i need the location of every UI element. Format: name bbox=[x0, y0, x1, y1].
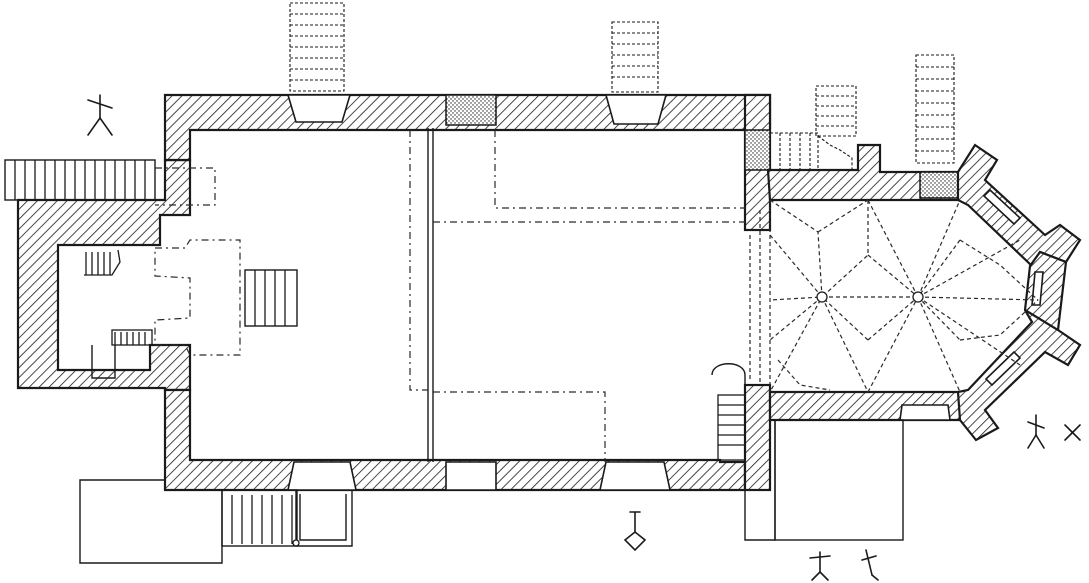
vestry-room bbox=[774, 419, 904, 541]
south-mark bbox=[623, 511, 647, 552]
south-west-annex bbox=[79, 479, 223, 564]
tower-doorway bbox=[155, 167, 216, 206]
apse-window-se bbox=[984, 350, 1022, 387]
vestry-stair bbox=[717, 394, 746, 461]
nave-south-door bbox=[287, 461, 357, 491]
apse-wall-se bbox=[956, 309, 1082, 442]
chancel-north-wall bbox=[766, 143, 962, 202]
apse-wall-ne bbox=[956, 143, 1082, 268]
tower-inner-steps bbox=[84, 249, 153, 346]
vault-boss-1 bbox=[816, 291, 828, 303]
north-window-upper-1 bbox=[289, 2, 345, 92]
tower-west-stair-treads bbox=[14, 160, 146, 200]
nave-south-window-2 bbox=[599, 461, 671, 491]
chancel bbox=[749, 143, 1082, 442]
north-stair-treads bbox=[770, 85, 857, 171]
north-stair-wall bbox=[744, 129, 771, 171]
north-west-mark bbox=[87, 94, 113, 136]
south-vestry bbox=[711, 363, 1081, 581]
nave-north-doorway-infill bbox=[445, 94, 497, 126]
north-stair bbox=[744, 54, 955, 171]
nave bbox=[79, 2, 772, 564]
chancel-south-window bbox=[899, 404, 951, 421]
tower-inner-dashed-outline bbox=[154, 239, 241, 356]
south-gallery-outline bbox=[433, 391, 606, 462]
vault-boss-2 bbox=[912, 291, 924, 303]
tower-west-stair bbox=[4, 159, 156, 201]
west-gallery-outline bbox=[409, 130, 428, 391]
chancel-north-infill bbox=[919, 171, 961, 199]
north-gallery-outline bbox=[494, 130, 745, 209]
nave-north-window-1 bbox=[286, 94, 352, 123]
tower-base-niche bbox=[91, 345, 116, 379]
apse-window-ne bbox=[982, 188, 1022, 226]
nave-south-window-1 bbox=[445, 461, 497, 491]
nave-north-window-2 bbox=[604, 94, 668, 125]
tower-step-block bbox=[244, 269, 298, 327]
vestry-stair-turret bbox=[711, 363, 746, 390]
nave-east-wall-south bbox=[743, 383, 772, 492]
north-window-upper-2 bbox=[611, 21, 659, 93]
south-porch bbox=[221, 489, 353, 547]
south-east-marks bbox=[809, 414, 1081, 581]
north-window-upper-3 bbox=[915, 54, 955, 164]
west-tower bbox=[4, 94, 298, 392]
